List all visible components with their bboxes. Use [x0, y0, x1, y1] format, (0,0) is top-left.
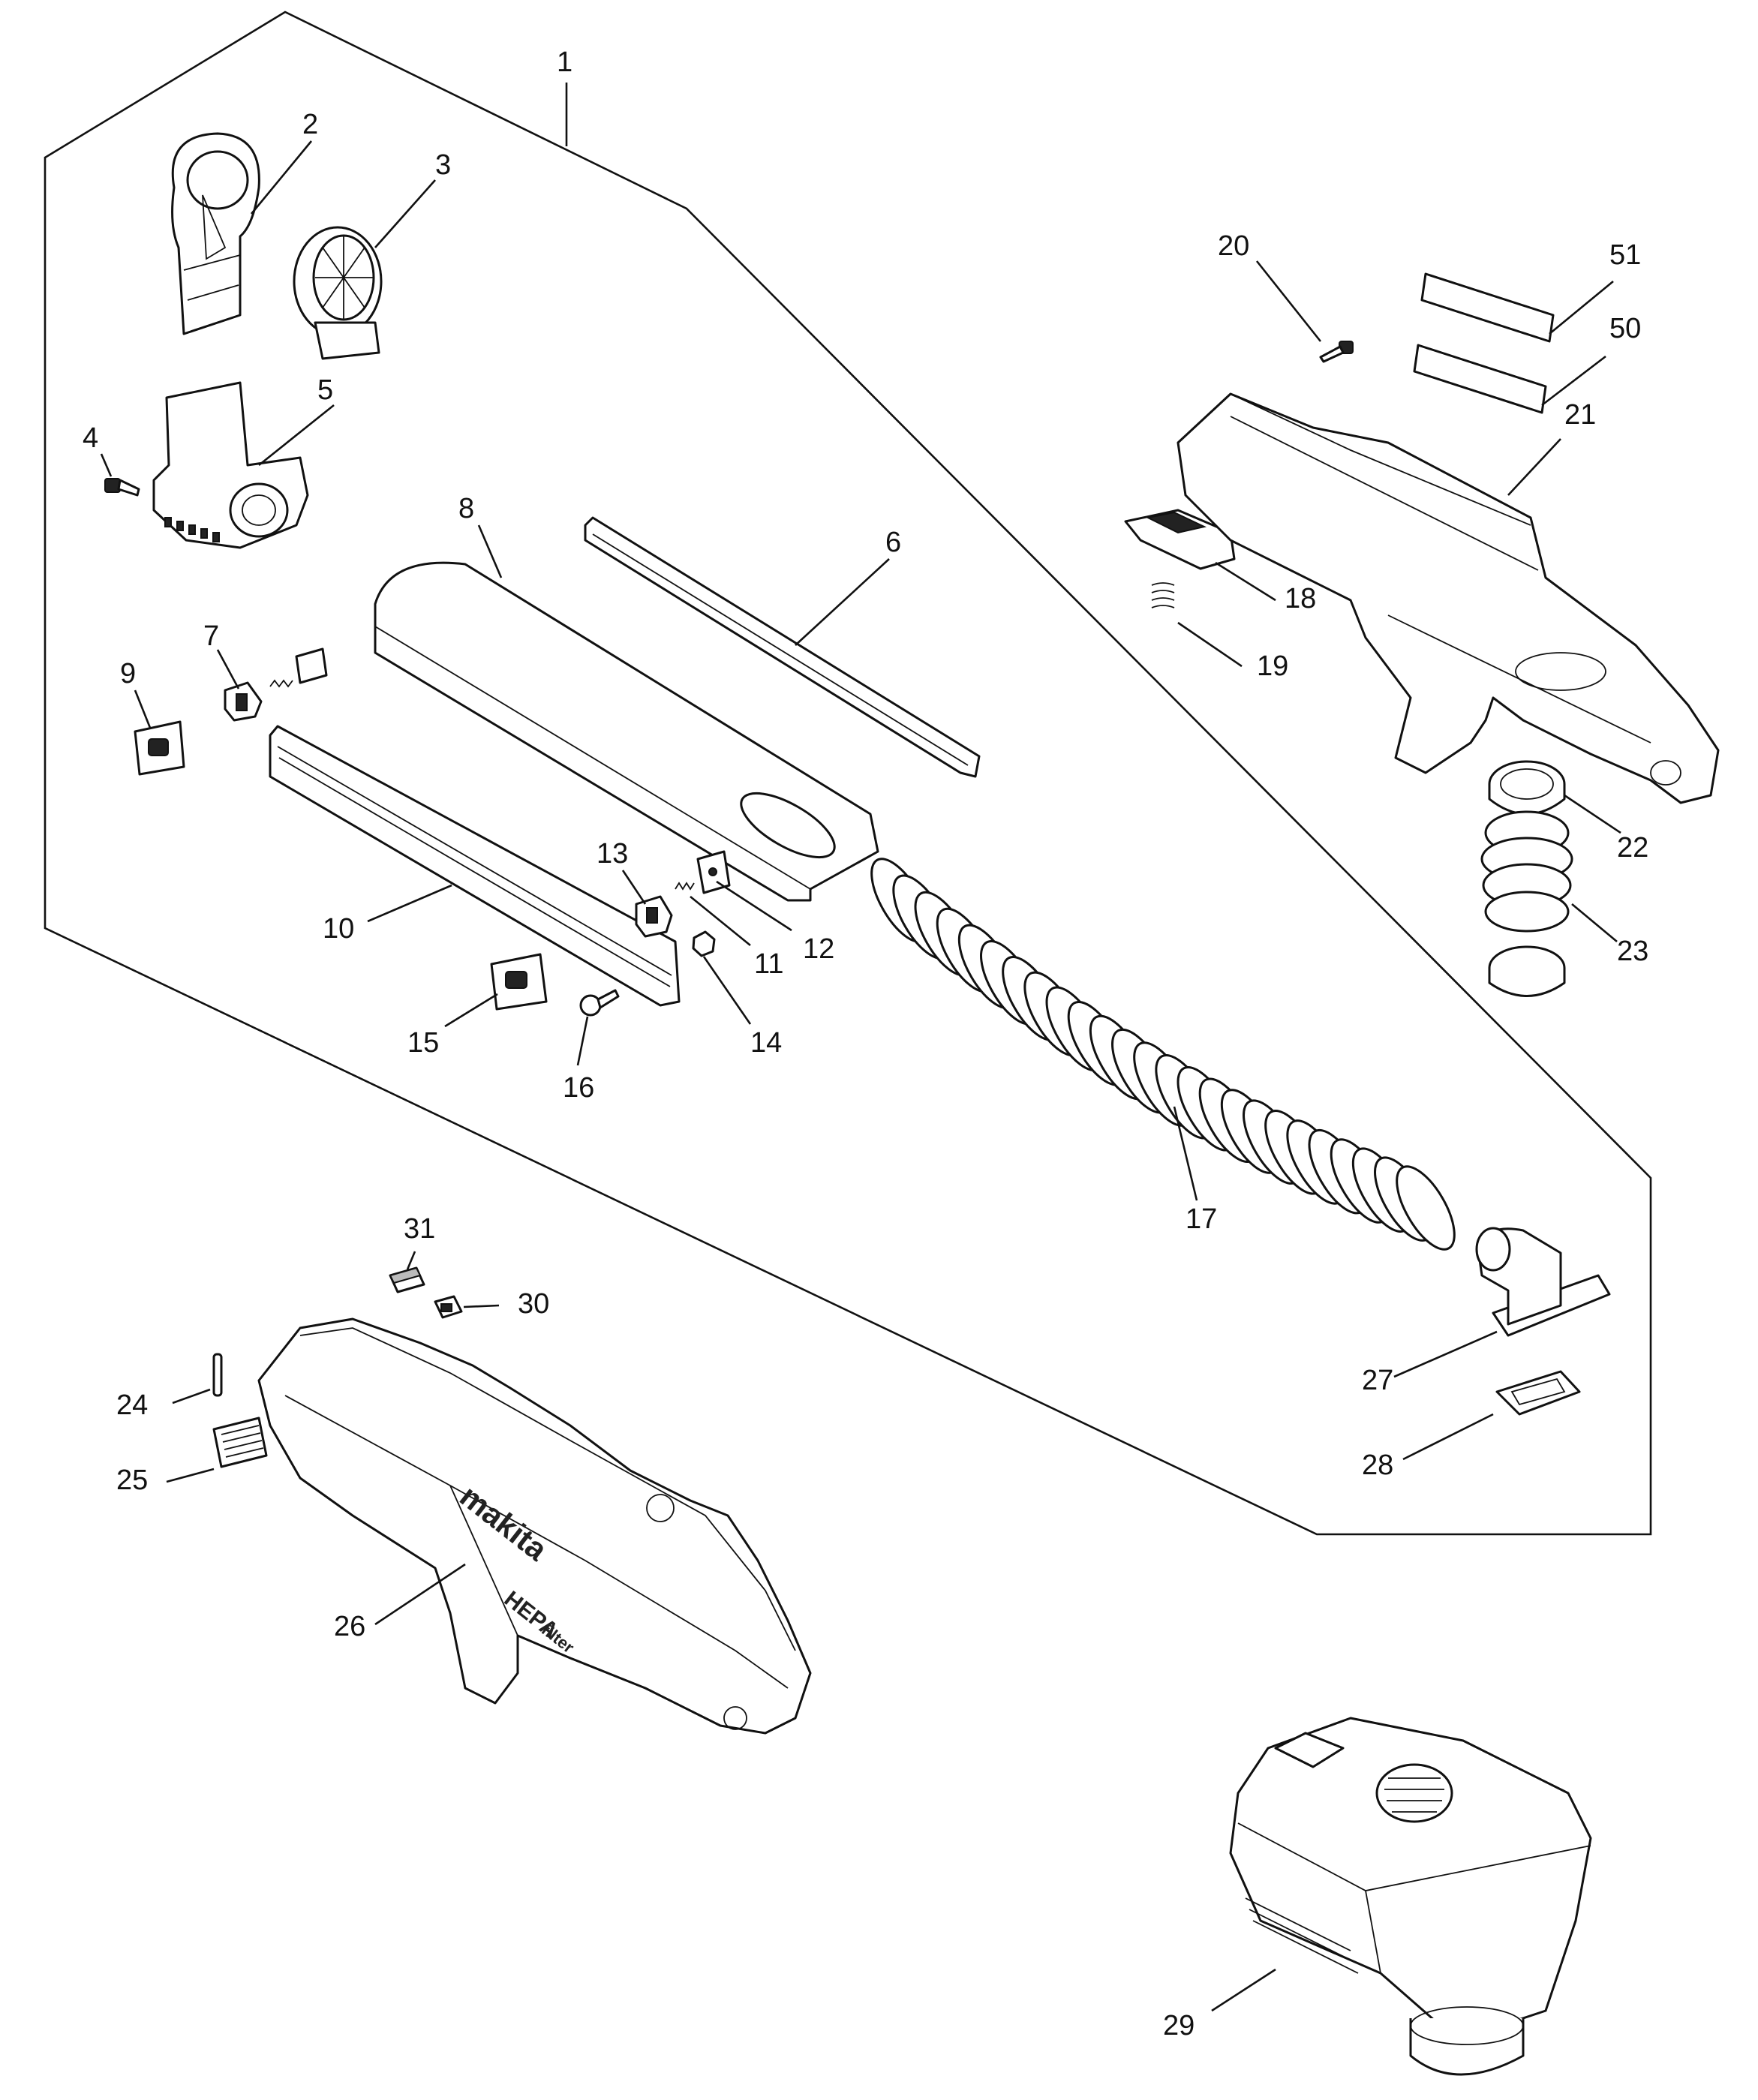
label-29: 29 — [1163, 2010, 1195, 2041]
label-23: 23 — [1617, 936, 1648, 967]
part-21-dust-housing — [1177, 392, 1720, 804]
leader-lines — [100, 83, 1621, 2012]
label-17: 17 — [1186, 1203, 1217, 1235]
part-26-main-housing — [257, 1317, 812, 1735]
label-14: 14 — [750, 1027, 782, 1059]
part-17-hose — [870, 858, 1456, 1251]
part-11-spring — [675, 882, 695, 891]
part-labels: 1 2 3 4 5 6 7 8 9 10 11 12 13 14 15 16 1… — [83, 47, 1648, 2041]
label-26: 26 — [334, 1611, 365, 1642]
label-4: 4 — [83, 422, 98, 454]
label-13: 13 — [597, 838, 628, 870]
label-21: 21 — [1564, 399, 1596, 431]
label-2: 2 — [302, 109, 318, 140]
part-7-spring — [269, 647, 328, 688]
label-11: 11 — [754, 948, 783, 980]
label-27: 27 — [1362, 1365, 1393, 1396]
label-3: 3 — [435, 149, 451, 181]
part-13-latch — [635, 895, 673, 938]
part-30-clip — [434, 1295, 463, 1319]
part-5-nose-housing — [152, 381, 309, 549]
part-10-guide-rail — [269, 725, 681, 1007]
label-15: 15 — [407, 1027, 439, 1059]
part-14-nut — [692, 930, 716, 957]
label-22: 22 — [1617, 832, 1648, 864]
hose-ring — [1396, 1165, 1456, 1251]
part-6-rail — [584, 516, 981, 778]
part-2-ring-adapter — [171, 132, 260, 335]
label-25: 25 — [116, 1465, 148, 1496]
part-50-sticker — [1413, 344, 1547, 414]
label-16: 16 — [563, 1072, 594, 1104]
label-18: 18 — [1285, 583, 1316, 614]
label-7: 7 — [203, 620, 219, 652]
label-31: 31 — [404, 1213, 435, 1245]
part-31-block — [389, 1266, 425, 1293]
label-24: 24 — [116, 1389, 148, 1421]
part-23-bellows — [1480, 810, 1573, 997]
label-51: 51 — [1609, 239, 1641, 271]
part-18-button — [1124, 509, 1236, 570]
part-12-plate — [696, 850, 731, 894]
part-20-screw — [1319, 341, 1354, 363]
part-4-screw — [104, 478, 140, 497]
label-30: 30 — [518, 1288, 549, 1320]
label-6: 6 — [885, 527, 901, 558]
label-28: 28 — [1362, 1450, 1393, 1481]
label-10: 10 — [323, 913, 354, 945]
part-51-sticker — [1420, 272, 1555, 343]
part-28-gasket — [1495, 1370, 1581, 1416]
part-15-cap — [490, 953, 548, 1011]
part-16-screw — [579, 989, 620, 1017]
part-27-elbow — [1475, 1227, 1611, 1337]
part-22-seal — [1488, 760, 1566, 816]
assembly-boundary — [44, 11, 1652, 1536]
part-8-magazine-body — [374, 561, 879, 902]
label-12: 12 — [803, 933, 834, 965]
part-24-pin — [212, 1353, 223, 1397]
label-1: 1 — [557, 47, 572, 78]
label-50: 50 — [1609, 313, 1641, 344]
part-3-grill-cap — [293, 226, 383, 360]
part-9-cap — [134, 720, 185, 776]
part-29-dust-box — [1229, 1717, 1592, 2076]
label-9: 9 — [120, 658, 136, 689]
part-19-spring — [1151, 582, 1175, 608]
label-8: 8 — [458, 493, 474, 524]
label-20: 20 — [1218, 230, 1249, 262]
part-7-latch — [224, 681, 263, 722]
part-25-grille — [212, 1417, 268, 1468]
label-19: 19 — [1257, 650, 1288, 682]
label-5: 5 — [317, 374, 333, 406]
